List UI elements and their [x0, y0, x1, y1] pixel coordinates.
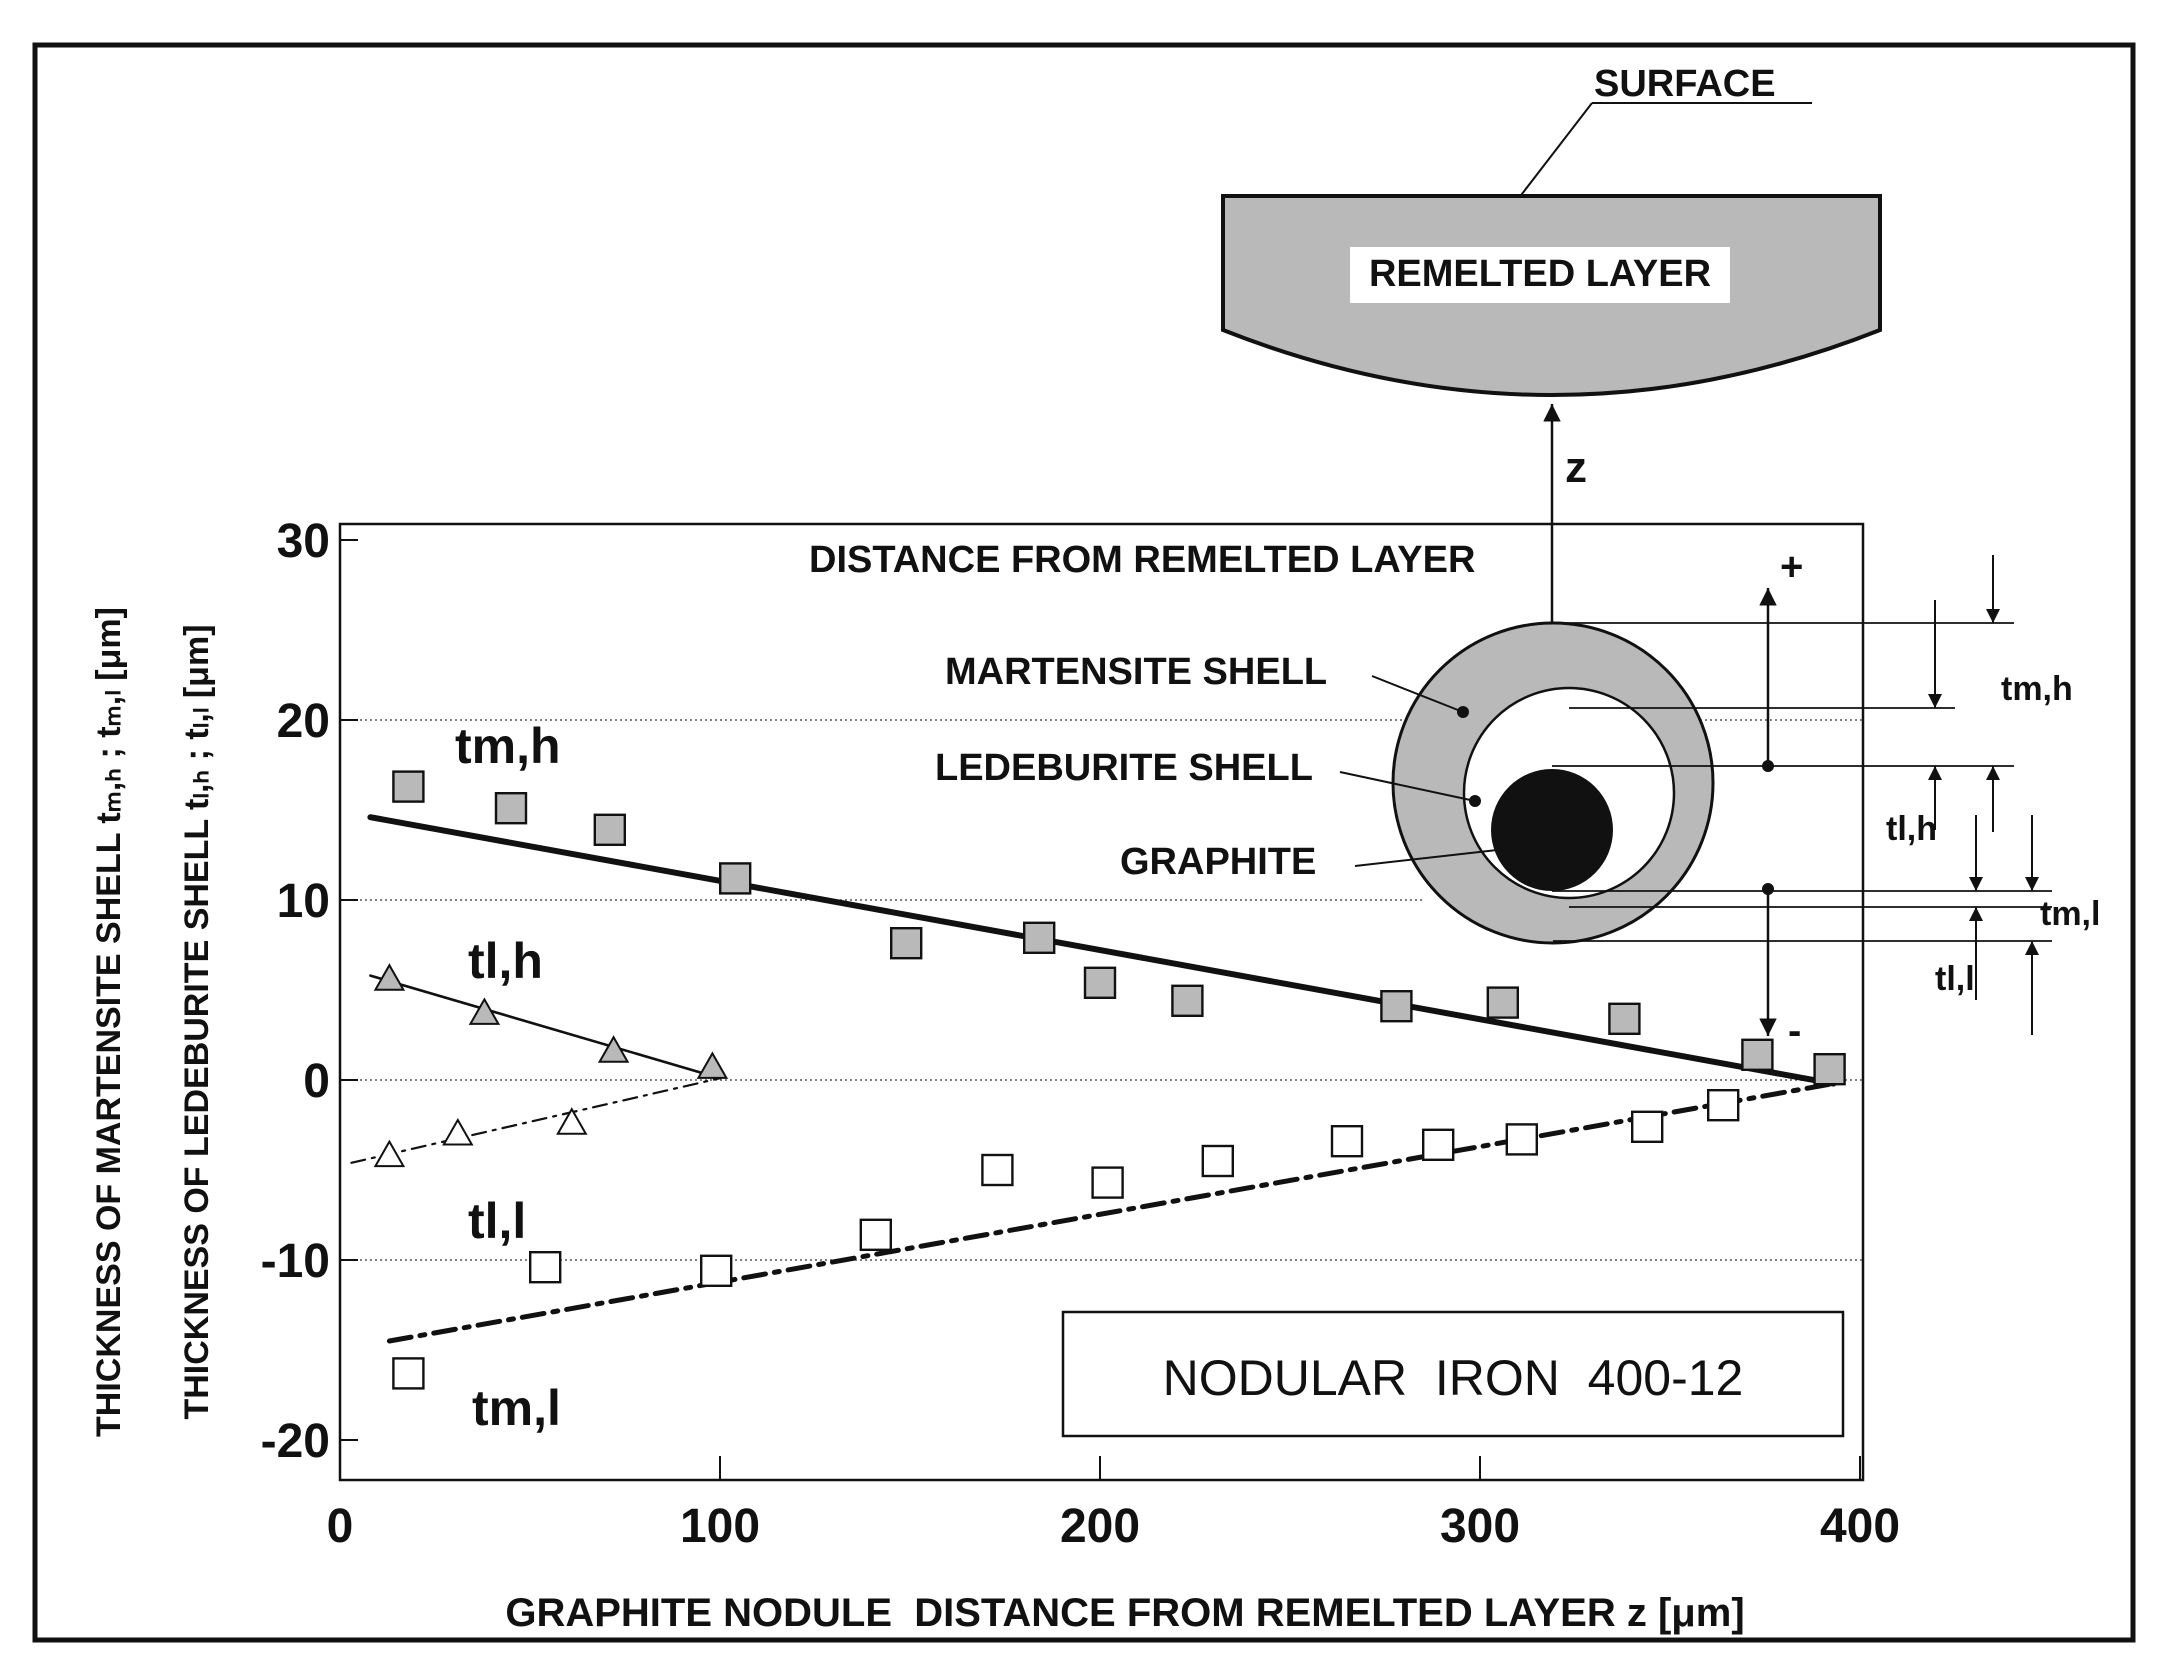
- distance-label: DISTANCE FROM REMELTED LAYER: [809, 539, 1475, 581]
- marker-s0-11: [1741, 1038, 1774, 1072]
- marker-s3-1: [529, 1250, 562, 1284]
- series-labels: tm,h tl,h tl,l tm,l: [455, 718, 561, 1436]
- ledeburite-leader: [1339, 771, 1476, 802]
- tll-label: tl,l: [1935, 960, 1975, 998]
- x-ticks: 0 100 200 300 400: [327, 1456, 1900, 1553]
- tml-label: tm,l: [2040, 895, 2100, 933]
- marker-s0-8: [1380, 990, 1413, 1023]
- y-tick-label-10: 10: [277, 875, 330, 928]
- remelted-layer-label: REMELTED LAYER: [1369, 253, 1711, 295]
- martensite-label: MARTENSITE SHELL: [945, 651, 1327, 693]
- marker-s0-0: [392, 770, 425, 803]
- y-ticks: 30 20 10 0 -10 -20: [261, 515, 358, 1468]
- grid: [340, 719, 1863, 1261]
- plus-dot: [1762, 760, 1774, 772]
- marker-s0-1: [494, 792, 528, 825]
- martensite-dot: [1457, 706, 1469, 718]
- marker-s3-6: [1201, 1144, 1235, 1178]
- fit-line-2: [350, 1077, 722, 1164]
- marker-s1-3: [696, 1051, 729, 1079]
- marker-s0-2: [593, 813, 626, 846]
- y-tick-label--10: -10: [261, 1235, 330, 1288]
- series-label-3: tm,l: [472, 1380, 561, 1436]
- marker-s3-0: [392, 1357, 425, 1390]
- fit-line-1: [369, 974, 722, 1080]
- marker-s0-4: [890, 927, 923, 960]
- marker-s2-1: [442, 1117, 474, 1146]
- marker-s2-0: [373, 1139, 406, 1168]
- marker-s0-12: [1813, 1052, 1846, 1086]
- ledeburite-label: LEDEBURITE SHELL: [935, 747, 1313, 789]
- graphite-leader: [1354, 847, 1516, 867]
- legend-box: NODULAR IRON 400-12: [1061, 1310, 1845, 1438]
- plus-label: +: [1780, 545, 1803, 589]
- data-marks: [373, 770, 1846, 1390]
- x-tick-label-200: 200: [1060, 1500, 1140, 1553]
- x-tick-label-400: 400: [1820, 1500, 1900, 1553]
- series-label-2: tl,l: [468, 1193, 526, 1249]
- marker-s1-0: [373, 963, 406, 991]
- marker-s2-2: [556, 1107, 588, 1135]
- marker-s3-7: [1330, 1124, 1364, 1158]
- marker-s0-6: [1083, 966, 1117, 999]
- marker-s3-2: [700, 1254, 733, 1288]
- y-axis-label-outer: THICKNESS OF MARTENSITE SHELL tₘ,ₕ ; tₘ,…: [90, 607, 128, 1437]
- series-label-0: tm,h: [455, 718, 561, 774]
- surface-label: SURFACE: [1594, 63, 1776, 105]
- marker-s0-5: [1022, 921, 1056, 954]
- y-tick-label-0: 0: [303, 1055, 330, 1108]
- z-label: z: [1565, 443, 1587, 492]
- fit-line-3: [386, 1081, 1836, 1344]
- y-axis-label-inner: THICKNESS OF LEDEBURITE SHELL tₗ,ₕ ; tₗ,…: [178, 624, 216, 1419]
- fit-line-0: [367, 814, 1837, 1087]
- minus-label: -: [1788, 1009, 1801, 1053]
- ledeburite-dot: [1469, 795, 1481, 807]
- martensite-leader: [1371, 675, 1464, 713]
- marker-s3-5: [1091, 1166, 1124, 1199]
- marker-s1-1: [468, 997, 501, 1025]
- graphite-nodule: [1491, 769, 1613, 891]
- x-tick-label-0: 0: [327, 1500, 354, 1553]
- tmh-label: tm,h: [2001, 670, 2073, 708]
- y-tick-label--20: -20: [261, 1415, 330, 1468]
- minus-dot: [1762, 883, 1774, 895]
- outer-frame: [32, 42, 2136, 1643]
- marker-s3-8: [1421, 1128, 1455, 1162]
- graphite-label: GRAPHITE: [1120, 841, 1316, 883]
- remelted-label-bg: [1350, 247, 1730, 303]
- marker-s3-10: [1630, 1110, 1664, 1144]
- series-label-1: tl,h: [468, 933, 543, 989]
- legend-text: NODULAR IRON 400-12: [1163, 1350, 1744, 1406]
- y-tick-label-20: 20: [277, 695, 330, 748]
- marker-s0-3: [719, 862, 752, 895]
- y-tick-label-30: 30: [277, 515, 330, 568]
- marker-s1-2: [597, 1035, 630, 1063]
- x-axis-label: GRAPHITE NODULE DISTANCE FROM REMELTED L…: [505, 1591, 1744, 1635]
- x-tick-label-300: 300: [1440, 1500, 1520, 1553]
- tlh-label: tl,h: [1886, 810, 1937, 848]
- schematic: SURFACE REMELTED LAYER z DISTANCE FROM R…: [809, 63, 2100, 1053]
- fit-lines: [350, 814, 1837, 1344]
- legend-frame: [1061, 1310, 1845, 1438]
- marker-s3-9: [1505, 1123, 1539, 1156]
- marker-s3-11: [1706, 1088, 1740, 1122]
- x-tick-label-100: 100: [680, 1500, 760, 1553]
- marker-s0-9: [1486, 986, 1520, 1019]
- marker-s3-4: [981, 1153, 1014, 1187]
- surface-leader: [1514, 102, 1593, 204]
- marker-s0-7: [1171, 984, 1204, 1017]
- marker-s3-3: [859, 1218, 892, 1252]
- marker-s0-10: [1608, 1002, 1641, 1035]
